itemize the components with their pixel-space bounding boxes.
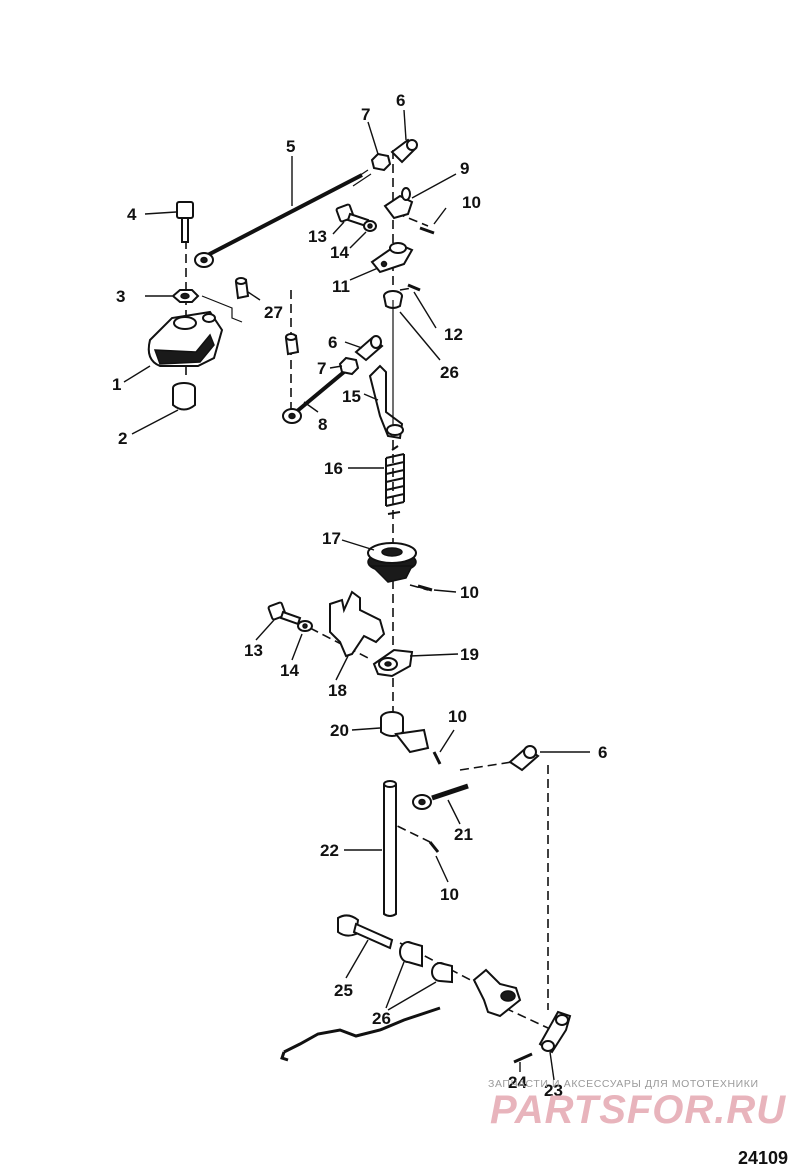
callout-6-lower: 6 [598,743,607,762]
callout-4: 4 [127,205,137,224]
bottom-bellcrank [472,968,522,1018]
shaft-lever-19 [372,648,414,678]
torsion-spring-16 [385,445,405,515]
callout-7-middle: 7 [317,359,326,378]
callout-26-collar: 26 [440,363,459,382]
watermark-tagline: ЗАПЧАСТИ И АКСЕССУАРЫ ДЛЯ МОТОТЕХНИКИ [488,1078,759,1090]
callout-10-top: 10 [462,193,481,212]
callout-22: 22 [320,841,339,860]
grease-fitting-bottom [284,333,300,356]
throttle-cam-17 [367,542,417,583]
callout-6-top: 6 [396,91,405,110]
callout-5: 5 [286,137,295,156]
callout-10-collar: 10 [448,707,467,726]
callout-17: 17 [322,529,341,548]
upper-swivel-arm [383,187,414,220]
bushing-26-b [431,962,453,984]
callout-23: 23 [544,1081,563,1100]
leader-lines [123,109,590,1081]
pin-24 [513,1052,533,1064]
vertical-shaft-22 [383,780,397,917]
grease-fitting-top [234,277,250,300]
lever-bolt [176,201,194,243]
bottom-linkage-rod [280,1006,441,1062]
callout-27: 27 [264,303,283,322]
collar-pin-10 [432,751,442,765]
upper-pin [419,226,435,235]
drawing-number: 24109 [738,1148,789,1168]
callout-3: 3 [116,287,125,306]
upper-link-rod [194,169,372,268]
throttle-lever [147,310,224,367]
mounting-bracket-18 [329,590,386,658]
callout-1: 1 [112,375,121,394]
callout-16: 16 [324,459,343,478]
cam-pin-10 [417,584,433,592]
callout-13-top: 13 [308,227,327,246]
rod-nut-upper [370,152,392,172]
callout-8: 8 [318,415,327,434]
link-23 [538,1010,572,1054]
rod-socket-upper [390,138,418,164]
socket-6-lower [508,745,540,772]
callout-21: 21 [454,825,473,844]
callout-19: 19 [460,645,479,664]
rod-nut-middle [338,356,360,376]
callout-2: 2 [118,429,127,448]
pivot-bolt-25 [337,914,394,950]
callout-14-top: 14 [330,243,349,262]
callout-13-bracket: 13 [244,641,263,660]
callout-20: 20 [330,721,349,740]
callout-7-top: 7 [361,105,370,124]
callout-11: 11 [332,277,350,296]
callout-10-cam: 10 [460,583,479,602]
bushing-26-a [399,941,423,968]
callout-9: 9 [460,159,469,178]
shaft-collar-20 [380,711,430,754]
upper-cam-link [370,242,414,274]
callout-25: 25 [334,981,353,1000]
cam-arm-15 [368,364,404,440]
callout-18: 18 [328,681,347,700]
upper-bolt [335,203,370,228]
callout-10-shaft: 10 [440,885,459,904]
watermark-logo: PARTSFOR.RU [490,1088,787,1132]
callout-6-middle: 6 [328,333,337,352]
rod-socket-middle [354,335,384,362]
lever-nut [171,289,200,303]
callout-15: 15 [342,387,361,406]
callout-12: 12 [444,325,463,344]
lever-bushing [172,382,196,411]
upper-washer [363,220,377,232]
callout-14-bracket: 14 [280,661,299,680]
callout-labels: 1 2 3 4 5 6 6 6 7 7 8 9 10 10 10 10 11 1… [112,91,607,1100]
callout-26-bushings: 26 [372,1009,391,1028]
shaft-pin-12 [407,283,421,292]
link-rod-21 [412,783,469,810]
shaft-pin-lower [428,841,440,853]
lower-link-rod-8 [282,370,346,424]
bracket-washer [297,620,313,632]
lever-wire-clip [201,295,243,323]
callout-24: 24 [508,1073,527,1092]
